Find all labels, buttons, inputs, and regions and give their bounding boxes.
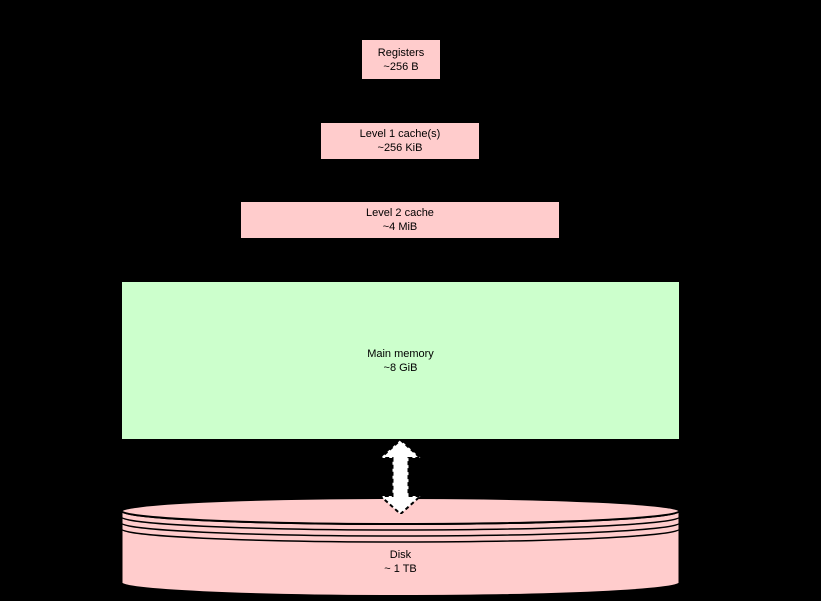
node-l1-cache: Level 1 cache(s) ~256 KiB (320, 122, 480, 160)
node-disk-label: Disk (389, 549, 412, 561)
node-disk: Disk ~ 1 TB (120, 548, 681, 576)
node-registers: Registers ~256 B (361, 39, 441, 80)
node-registers-size: ~256 B (383, 60, 419, 73)
node-l2-cache: Level 2 cache ~4 MiB (240, 201, 560, 239)
node-l2-cache-label: Level 2 cache (366, 207, 434, 219)
disk-platter-line-2 (120, 522, 681, 537)
double-arrow-shape (378, 440, 423, 514)
node-registers-label: Registers (377, 46, 425, 59)
node-main-memory-size: ~8 GiB (383, 361, 418, 374)
node-main-memory-label: Main memory (367, 347, 434, 360)
node-disk-size: ~ 1 TB (384, 563, 417, 575)
memory-disk-double-arrow-icon (378, 440, 423, 514)
node-l2-cache-size: ~4 MiB (382, 221, 418, 233)
disk-platter-line-3 (120, 528, 681, 543)
disk-platter-line-1 (120, 516, 681, 531)
node-l1-cache-size: ~256 KiB (377, 142, 423, 154)
node-main-memory: Main memory ~8 GiB (121, 281, 680, 440)
node-l1-cache-label: Level 1 cache(s) (359, 128, 441, 140)
